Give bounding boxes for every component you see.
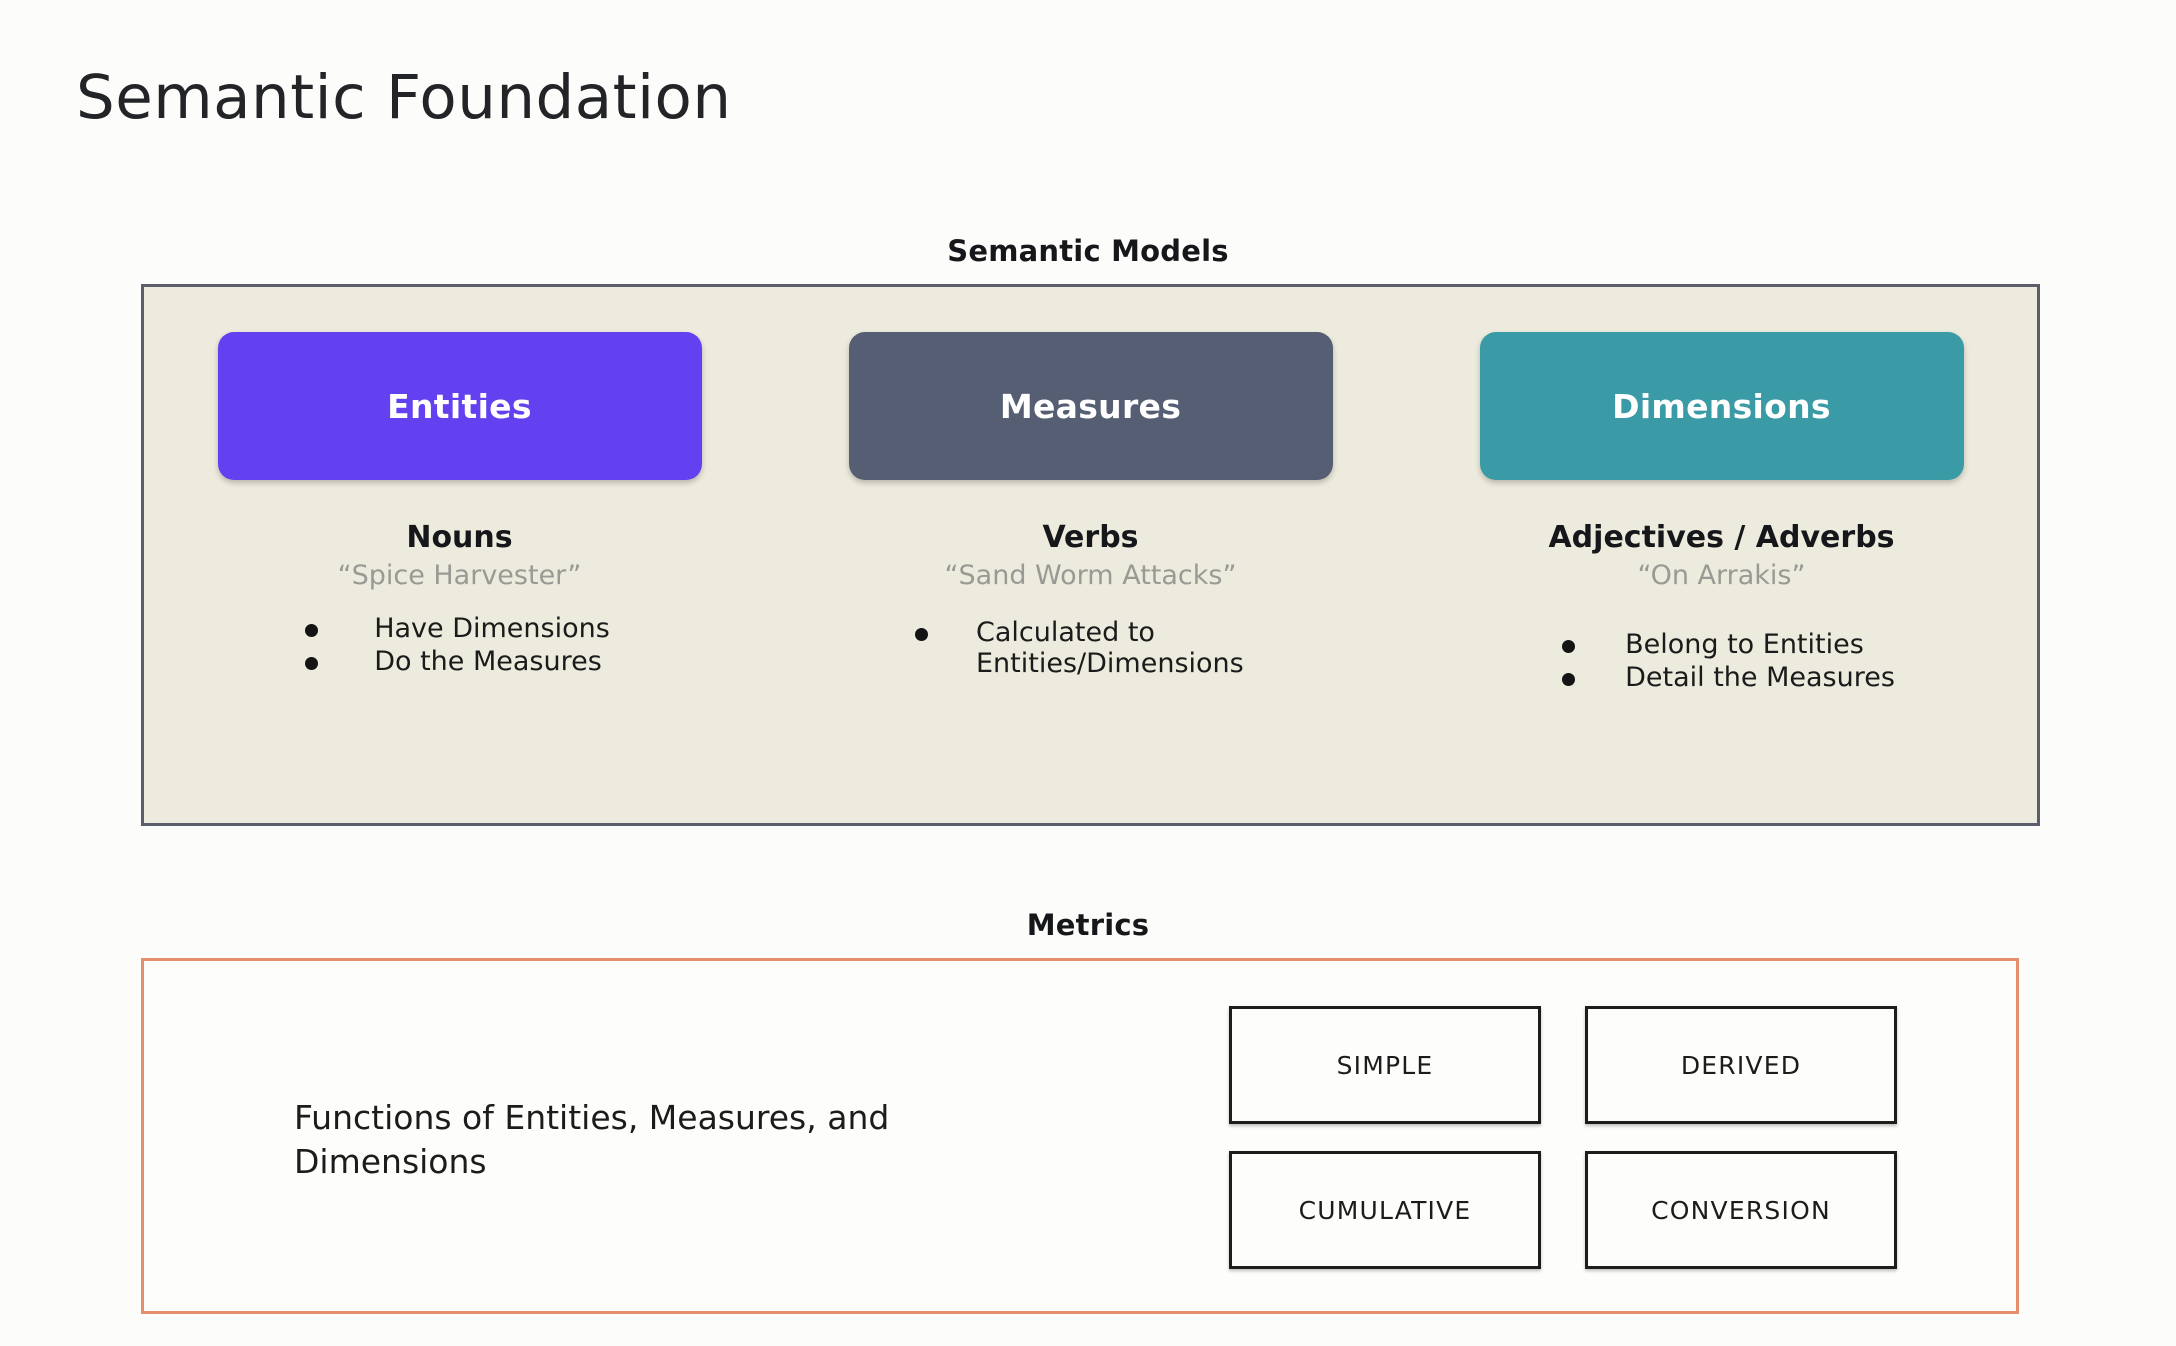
list-item: Calculated to Entities/Dimensions [915, 617, 1276, 680]
bullet-dot-icon [915, 628, 928, 641]
bullet-text: Do the Measures [374, 646, 602, 678]
semantic-models-caption: Semantic Models [947, 234, 1229, 268]
page-title: Semantic Foundation [76, 62, 732, 133]
bullet-list-dimensions: Belong to Entities Detail the Measures [1562, 629, 1895, 696]
metrics-description: Functions of Entities, Measures, and Dim… [294, 1098, 890, 1181]
metrics-caption: Metrics [1026, 908, 1150, 942]
list-item: Detail the Measures [1562, 662, 1895, 693]
semantic-models-panel: Entities Nouns “Spice Harvester” Have Di… [141, 284, 2040, 826]
metrics-panel: Functions of Entities, Measures, and Dim… [141, 958, 2019, 1314]
part-of-speech-measures: Verbs [1042, 520, 1139, 555]
example-dimensions: “On Arrakis” [1637, 560, 1806, 591]
metrics-type-grid: SIMPLE DERIVED CUMULATIVE CONVERSION [1229, 1006, 1897, 1269]
bullet-dot-icon [305, 624, 319, 637]
bullet-dot-icon [1562, 673, 1576, 687]
model-column-measures: Measures Verbs “Sand Worm Attacks” Calcu… [775, 287, 1406, 823]
model-column-dimensions: Dimensions Adjectives / Adverbs “On Arra… [1406, 287, 2037, 823]
bullet-dot-icon [305, 657, 319, 671]
part-of-speech-dimensions: Adjectives / Adverbs [1548, 520, 1895, 555]
bullet-list-entities: Have Dimensions Do the Measures [305, 613, 610, 680]
part-of-speech-entities: Nouns [406, 520, 513, 555]
bullet-text: Calculated to Entities/Dimensions [976, 617, 1244, 680]
metric-type-conversion[interactable]: CONVERSION [1585, 1151, 1897, 1269]
chip-measures[interactable]: Measures [848, 332, 1333, 480]
bullet-text: Have Dimensions [374, 613, 610, 644]
chip-entities[interactable]: Entities [217, 332, 702, 480]
metric-type-cumulative[interactable]: CUMULATIVE [1229, 1151, 1541, 1269]
chip-dimensions[interactable]: Dimensions [1479, 332, 1964, 480]
example-entities: “Spice Harvester” [337, 560, 582, 591]
model-column-entities: Entities Nouns “Spice Harvester” Have Di… [144, 287, 775, 823]
bullet-text: Belong to Entities [1625, 629, 1864, 660]
bullet-text: Detail the Measures [1625, 662, 1895, 694]
list-item: Have Dimensions [305, 613, 610, 644]
bullet-dot-icon [1562, 640, 1576, 653]
list-item: Belong to Entities [1562, 629, 1895, 660]
metric-type-derived[interactable]: DERIVED [1585, 1006, 1897, 1124]
bullet-list-measures: Calculated to Entities/Dimensions [915, 617, 1276, 682]
example-measures: “Sand Worm Attacks” [944, 560, 1237, 591]
metric-type-simple[interactable]: SIMPLE [1229, 1006, 1541, 1124]
list-item: Do the Measures [305, 646, 610, 677]
